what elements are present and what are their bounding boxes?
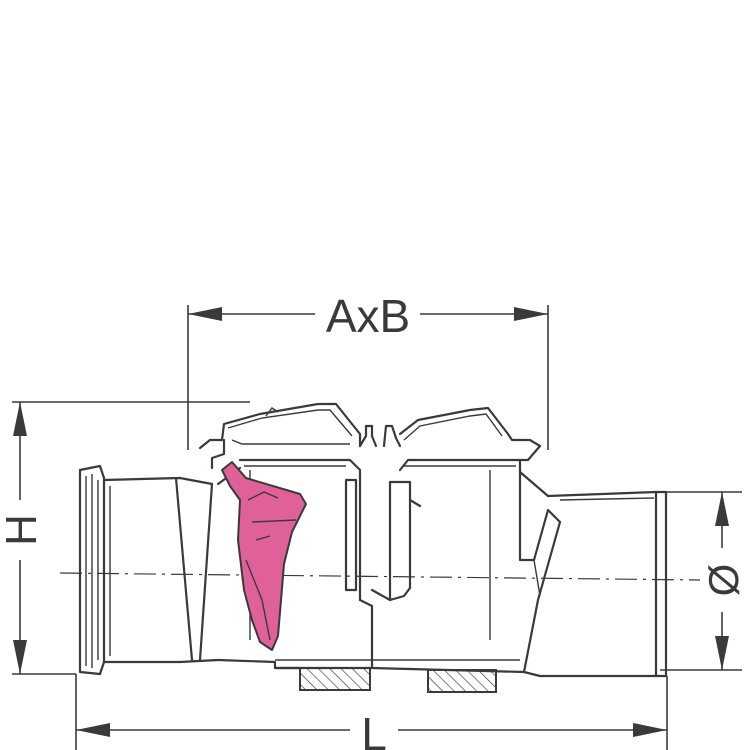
backflow-flap bbox=[221, 461, 307, 651]
dimension-h: H bbox=[0, 401, 250, 675]
arrow-head-right bbox=[633, 723, 667, 737]
arrow-head-up bbox=[715, 492, 729, 526]
housing-cover bbox=[198, 402, 542, 474]
arrow-head-down bbox=[13, 640, 27, 674]
arrow-head-up bbox=[13, 402, 27, 436]
dimension-l: L bbox=[75, 674, 668, 750]
dimension-diameter: Ø bbox=[660, 491, 747, 671]
dimension-label-h: H bbox=[0, 514, 46, 546]
dimension-label-l: L bbox=[361, 708, 387, 750]
arrow-head-left bbox=[76, 723, 110, 737]
dimension-label-diameter: Ø bbox=[700, 564, 747, 597]
arrow-head-down bbox=[715, 636, 729, 670]
arrow-head-right bbox=[514, 307, 548, 321]
dimension-label-axb: AxB bbox=[326, 290, 410, 342]
center-line bbox=[59, 572, 701, 581]
dimension-axb: AxB bbox=[187, 290, 549, 450]
arrow-head-left bbox=[188, 307, 222, 321]
hatched-foot-left bbox=[299, 667, 371, 691]
hatched-foot-right bbox=[427, 669, 497, 693]
outlet-spigot bbox=[518, 470, 668, 678]
inlet-socket bbox=[78, 464, 220, 676]
